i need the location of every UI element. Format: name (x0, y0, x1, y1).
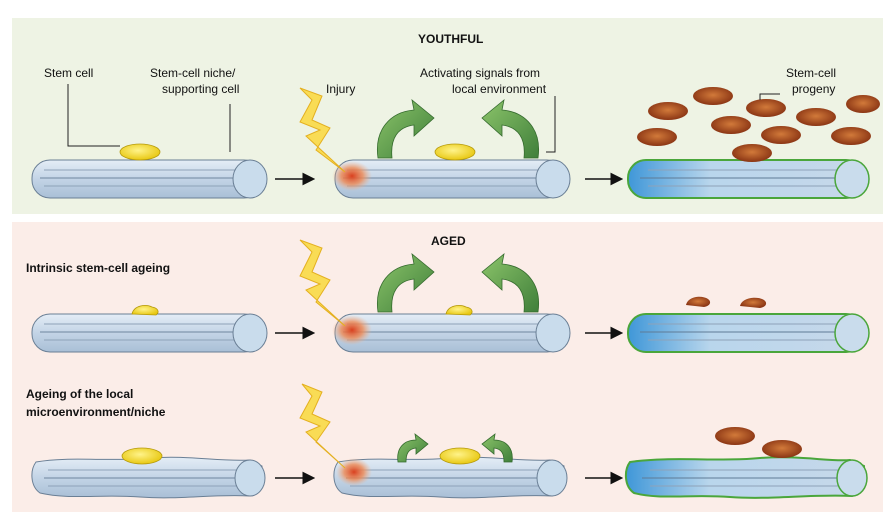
stem-cell (121, 447, 163, 465)
muscle-fiber-injured (333, 456, 568, 499)
signals-label-line2: local environment (452, 82, 547, 96)
signal-arrow-icon (481, 98, 540, 159)
muscle-fiber-regenerated (627, 159, 870, 199)
muscle-fiber (31, 159, 268, 199)
niche-ageing-title-line1: Ageing of the local (26, 387, 134, 401)
muscle-fiber-injured (332, 159, 571, 199)
aged-stem-cell (131, 305, 159, 316)
signal-arrow-icon (481, 252, 540, 313)
muscle-fiber (31, 313, 268, 353)
muscle-fiber-injured (332, 313, 571, 353)
stem-cell (434, 143, 476, 161)
aged-stem-cell (445, 305, 473, 316)
stem-cell (439, 447, 481, 465)
stem-cell-progeny (686, 296, 767, 308)
signal-arrow-icon (376, 252, 435, 313)
niche-ageing-title-line2: microenvironment/niche (26, 405, 166, 419)
intrinsic-ageing-title: Intrinsic stem-cell ageing (26, 261, 171, 275)
muscle-fiber-aged-niche (31, 456, 266, 499)
lightning-bolt-icon (299, 239, 346, 327)
niche-label-line2: supporting cell (162, 82, 240, 96)
injury-site (332, 315, 372, 345)
signal-arrow-icon (397, 433, 429, 463)
aged-intrinsic-row (31, 239, 870, 353)
progeny-label-line2: progeny (792, 82, 836, 96)
niche-label-line1: Stem-cell niche/ (150, 66, 236, 80)
lightning-bolt-icon (299, 87, 346, 173)
signal-arrow-icon (376, 98, 435, 159)
muscle-fiber-regenerated (624, 456, 868, 499)
stem-cell-progeny (637, 87, 880, 162)
signals-label-line1: Activating signals from (420, 66, 541, 80)
aged-heading: AGED (431, 234, 466, 248)
injury-label: Injury (326, 82, 356, 96)
muscle-fiber-regenerated (627, 313, 870, 353)
progeny-label-line1: Stem-cell (786, 66, 837, 80)
youthful-row (31, 84, 880, 199)
signal-arrow-icon (481, 433, 513, 463)
stem-cell (119, 143, 161, 161)
lightning-bolt-icon (299, 383, 346, 469)
youthful-heading: YOUTHFUL (418, 32, 484, 46)
stem-cell-progeny (715, 427, 802, 458)
aged-niche-row (31, 383, 868, 499)
injury-site (336, 458, 372, 486)
stem-cell-label: Stem cell (44, 66, 94, 80)
injury-site (332, 161, 372, 191)
